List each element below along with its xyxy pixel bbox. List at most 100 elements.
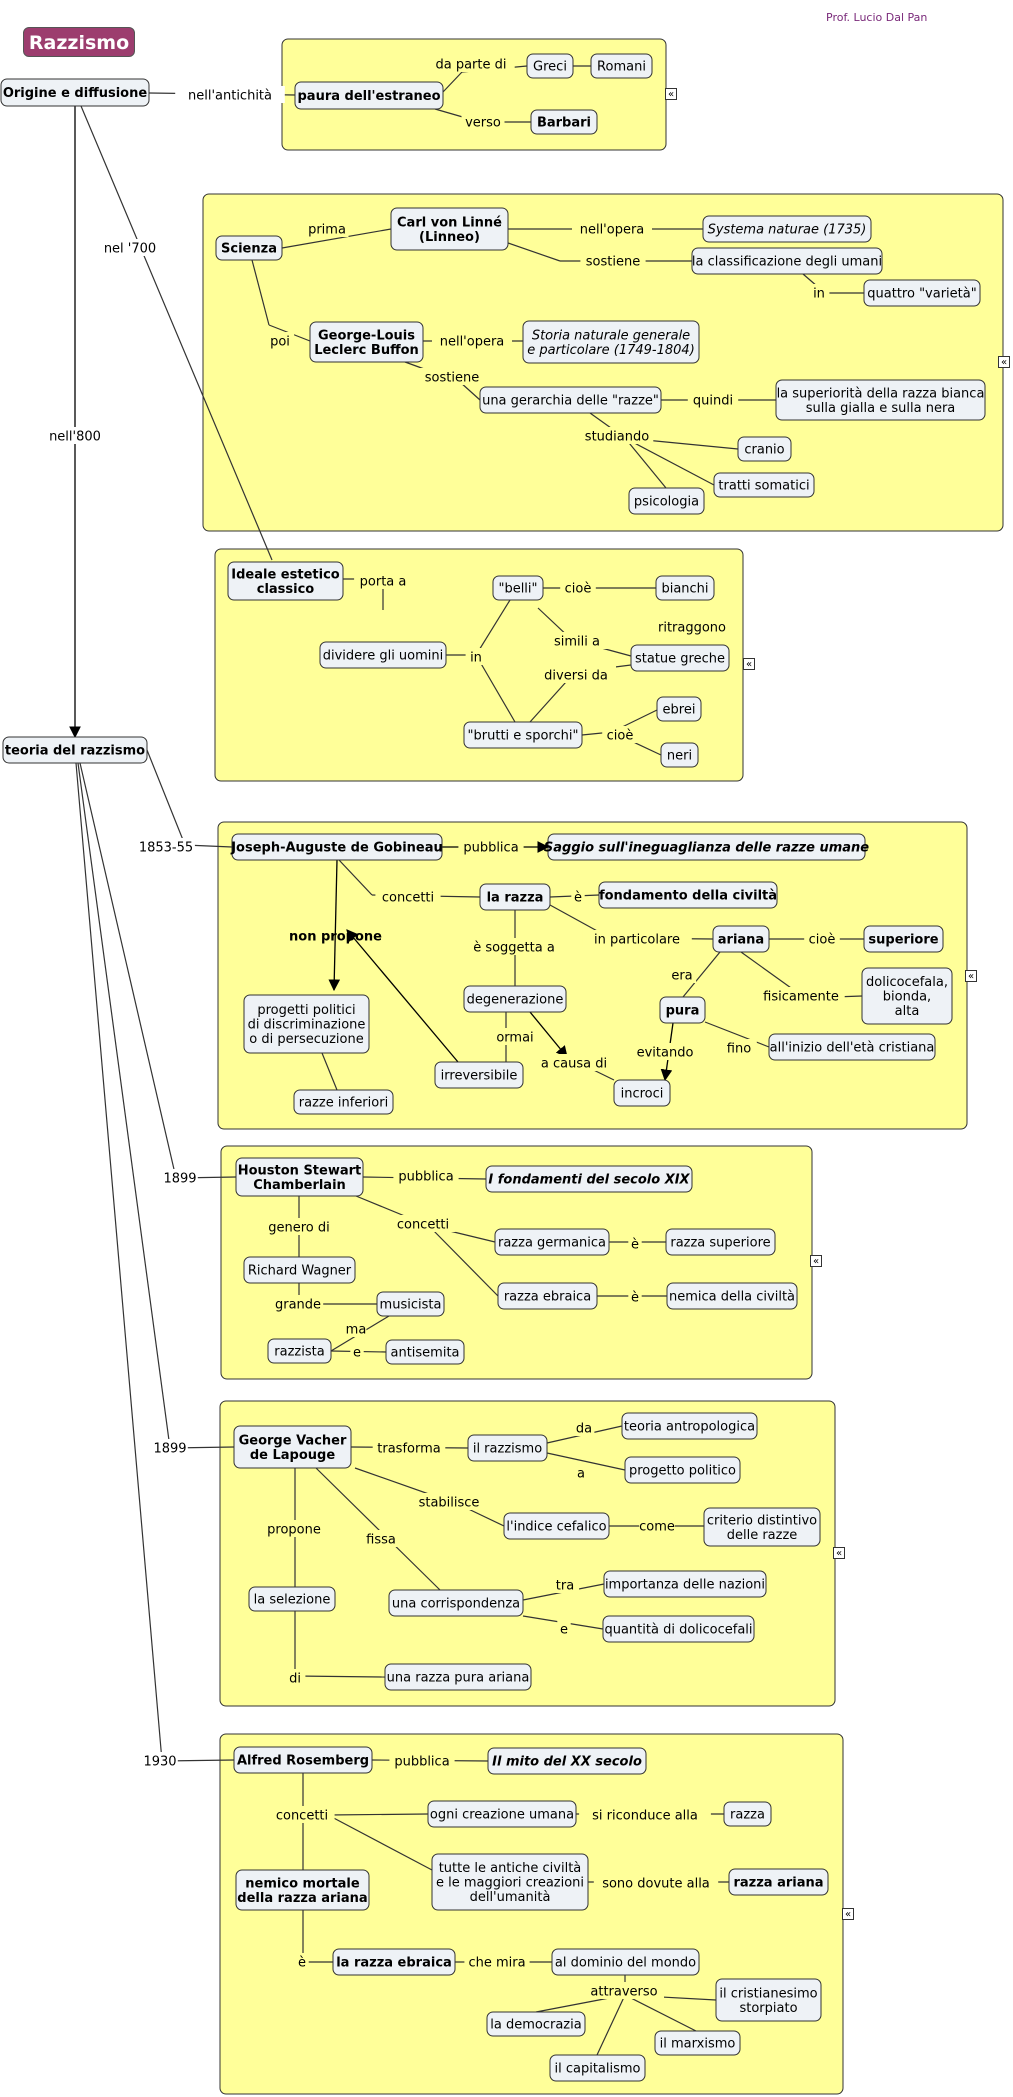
panel-ideale-collapse-icon[interactable]: « xyxy=(743,658,755,670)
node-inizio[interactable]: all'inizio dell'età cristiana xyxy=(768,1033,936,1061)
node-quattro[interactable]: quattro "varietà" xyxy=(863,279,981,307)
node-razza[interactable]: razza xyxy=(723,1801,772,1827)
node-quantita[interactable]: quantità di dolicocefali xyxy=(602,1615,755,1643)
svg-text:il capitalismo: il capitalismo xyxy=(554,2062,640,2077)
node-mito[interactable]: Il mito del XX secolo xyxy=(487,1747,647,1775)
node-razza-pura[interactable]: una razza pura ariana xyxy=(384,1663,532,1691)
node-capitalismo[interactable]: il capitalismo xyxy=(549,2054,646,2082)
node-razze-inferiori[interactable]: razze inferiori xyxy=(293,1089,394,1115)
node-romani[interactable]: Romani xyxy=(590,53,653,79)
node-scienza[interactable]: Scienza xyxy=(215,235,283,261)
node-pura[interactable]: pura xyxy=(659,996,706,1024)
node-neri[interactable]: neri xyxy=(660,742,699,768)
node-saggio[interactable]: Saggio sull'ineguaglianza delle razze um… xyxy=(544,833,869,861)
node-paura[interactable]: paura dell'estraneo xyxy=(294,81,444,110)
node-belli[interactable]: "belli" xyxy=(492,575,544,601)
node-musicista[interactable]: musicista xyxy=(376,1291,445,1317)
node-corrispondenza[interactable]: una corrispondenza xyxy=(388,1589,524,1617)
node-razzista[interactable]: razzista xyxy=(267,1338,332,1364)
node-ebraica[interactable]: razza ebraica xyxy=(497,1282,598,1310)
node-razza-sup[interactable]: razza superiore xyxy=(665,1228,776,1256)
node-cranio[interactable]: cranio xyxy=(737,436,792,462)
node-fondamento[interactable]: fondamento della civiltà xyxy=(598,881,778,909)
node-la-razza[interactable]: la razza xyxy=(479,883,551,911)
node-nemica[interactable]: nemica della civiltà xyxy=(666,1282,798,1310)
node-razza-ariana[interactable]: razza ariana xyxy=(728,1868,829,1896)
node-dividere[interactable]: dividere gli uomini xyxy=(319,641,447,669)
link-label-si-riconduce-alla: si riconduce alla xyxy=(579,1806,711,1824)
node-ebrei[interactable]: ebrei xyxy=(656,696,702,722)
node-tratti[interactable]: tratti somatici xyxy=(713,472,815,498)
panel-chamberlain-collapse-icon[interactable]: « xyxy=(810,1255,822,1267)
node-linne[interactable]: Carl von Linné(Linneo) xyxy=(390,207,509,251)
node-razza-ebraica[interactable]: la razza ebraica xyxy=(332,1948,456,1976)
link-label-concetti3: concetti xyxy=(269,1806,335,1824)
panel-settecento-collapse-icon[interactable]: « xyxy=(998,356,1010,368)
node-bianchi[interactable]: bianchi xyxy=(655,575,715,601)
node-systema[interactable]: Systema naturae (1735) xyxy=(702,215,872,243)
node-non-propone[interactable]: non propone xyxy=(289,930,382,945)
node-barbari[interactable]: Barbari xyxy=(530,109,598,135)
svg-text:concetti: concetti xyxy=(397,1218,449,1233)
node-rosemberg[interactable]: Alfred Rosemberg xyxy=(233,1746,373,1774)
panel-rosemberg-collapse-icon[interactable]: « xyxy=(842,1908,854,1920)
svg-text:Scienza: Scienza xyxy=(221,242,277,257)
node-marxismo[interactable]: il marxismo xyxy=(654,2030,741,2056)
node-indice[interactable]: l'indice cefalico xyxy=(503,1512,610,1540)
node-teoria-antrop[interactable]: teoria antropologica xyxy=(621,1412,758,1440)
node-brutti[interactable]: "brutti e sporchi" xyxy=(463,721,583,749)
node-il-razzismo[interactable]: il razzismo xyxy=(467,1434,548,1462)
svg-text:fisicamente: fisicamente xyxy=(763,990,839,1005)
svg-text:e: e xyxy=(560,1623,568,1638)
node-classificazione[interactable]: la classificazione degli umani xyxy=(691,247,883,275)
node-progetto[interactable]: progetto politico xyxy=(624,1456,741,1484)
svg-text:nell'opera: nell'opera xyxy=(440,335,505,350)
node-ogni[interactable]: ogni creazione umana xyxy=(427,1800,577,1828)
node-fondamenti[interactable]: I fondamenti del secolo XIX xyxy=(485,1165,693,1193)
node-incroci[interactable]: incroci xyxy=(613,1079,671,1107)
svg-text:ebrei: ebrei xyxy=(663,703,696,718)
svg-text:ariana: ariana xyxy=(718,933,764,948)
node-psicologia[interactable]: psicologia xyxy=(628,487,705,515)
node-superiore[interactable]: superiore xyxy=(863,925,944,953)
panel-lapouge-collapse-icon[interactable]: « xyxy=(833,1547,845,1559)
node-gobineau[interactable]: Joseph-Auguste de Gobineau xyxy=(230,833,443,861)
node-degenerazione[interactable]: degenerazione xyxy=(463,985,567,1013)
map-title[interactable]: Razzismo xyxy=(23,27,135,57)
node-importanza[interactable]: importanza delle nazioni xyxy=(603,1570,767,1598)
node-wagner[interactable]: Richard Wagner xyxy=(243,1256,356,1284)
node-statue[interactable]: statue greche xyxy=(630,644,730,672)
node-democrazia[interactable]: la democrazia xyxy=(486,2011,586,2037)
node-greci[interactable]: Greci xyxy=(526,53,574,79)
node-germanica[interactable]: razza germanica xyxy=(494,1228,610,1256)
svg-text:neri: neri xyxy=(667,749,692,764)
link-label-e4: è xyxy=(295,1953,309,1971)
node-origine[interactable]: Origine e diffusione xyxy=(0,78,150,107)
node-selezione[interactable]: la selezione xyxy=(248,1586,336,1612)
node-teoria[interactable]: teoria del razzismo xyxy=(2,736,148,764)
link-label-come: come xyxy=(639,1517,675,1535)
node-irreversibile[interactable]: irreversibile xyxy=(434,1061,524,1089)
node-ariana[interactable]: ariana xyxy=(712,925,770,953)
panel-antichita-collapse-icon[interactable]: « xyxy=(665,88,677,100)
link-label-concetti2: concetti xyxy=(390,1215,456,1233)
node-dolicocefala[interactable]: dolicocefala,bionda,alta xyxy=(861,967,953,1025)
svg-text:1853-55: 1853-55 xyxy=(139,841,193,856)
node-dominio[interactable]: al dominio del mondo xyxy=(551,1948,700,1976)
svg-text:fondamento della civiltà: fondamento della civiltà xyxy=(599,889,777,904)
panel-gobineau-collapse-icon[interactable]: « xyxy=(965,970,977,982)
node-gerarchia[interactable]: una gerarchia delle "razze" xyxy=(479,386,662,414)
svg-text:Leclerc Buffon: Leclerc Buffon xyxy=(314,343,419,358)
node-antisemita[interactable]: antisemita xyxy=(385,1339,465,1365)
